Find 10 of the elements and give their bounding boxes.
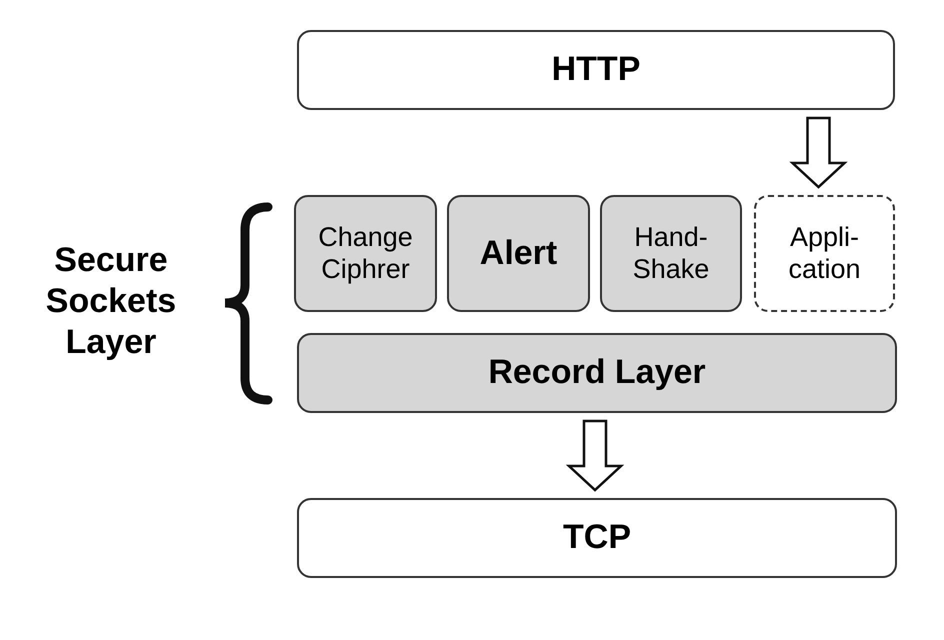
layer-box: Record Layer [297, 333, 897, 413]
layer-box: Hand- Shake [600, 195, 742, 312]
layer-box: Change Ciphrer [294, 195, 437, 312]
layer-label: Secure Sockets Layer [44, 240, 178, 362]
hollow-arrow [789, 116, 848, 189]
layer-box: HTTP [297, 30, 895, 110]
layer-box: Alert [447, 195, 590, 312]
layer-box: TCP [297, 498, 897, 578]
hollow-arrow [566, 420, 624, 492]
layer-box: Appli- cation [754, 195, 895, 312]
